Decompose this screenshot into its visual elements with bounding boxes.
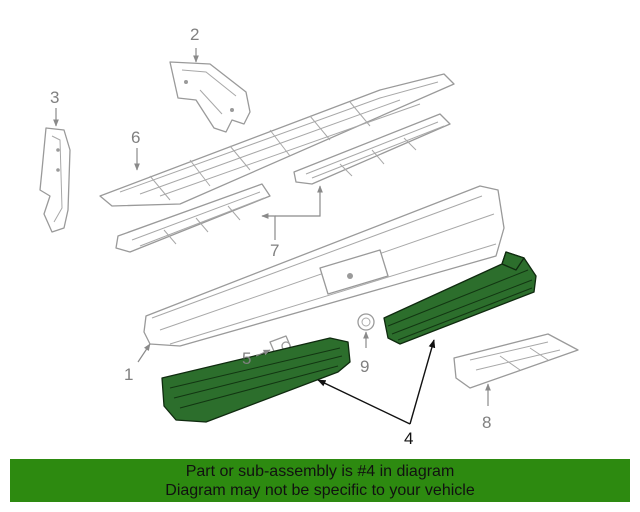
banner-line-disclaimer: Diagram may not be specific to your vehi… bbox=[165, 482, 475, 499]
banner-line-part-number: Part or sub-assembly is #4 in diagram bbox=[185, 463, 455, 480]
exploded-parts-diagram: 2 3 6 7 1 5 9 8 4 bbox=[39, 25, 579, 448]
callout-2: 2 bbox=[190, 25, 199, 44]
step-pad-part-7-right[interactable] bbox=[293, 113, 451, 185]
leader-lines bbox=[53, 48, 491, 425]
step-pad-part-6[interactable] bbox=[99, 73, 455, 207]
callout-8: 8 bbox=[482, 413, 491, 432]
part-info-banner: Part or sub-assembly is #4 in diagram Di… bbox=[10, 459, 630, 502]
bracket-part-2[interactable] bbox=[169, 61, 251, 133]
callout-7: 7 bbox=[270, 241, 279, 260]
callout-5: 5 bbox=[242, 349, 251, 368]
callout-1: 1 bbox=[124, 365, 133, 384]
callout-4: 4 bbox=[404, 429, 413, 448]
callout-3: 3 bbox=[50, 88, 59, 107]
bumper-pad-part-4-right[interactable] bbox=[383, 251, 537, 345]
step-pad-part-7-left[interactable] bbox=[115, 183, 271, 253]
bracket-part-3[interactable] bbox=[39, 127, 71, 233]
callout-6: 6 bbox=[131, 128, 140, 147]
bumper-pad-part-4-left[interactable] bbox=[161, 337, 351, 423]
bumper-part-1[interactable] bbox=[143, 185, 505, 347]
plate-part-8[interactable] bbox=[453, 333, 579, 389]
nut-part-9[interactable] bbox=[357, 313, 375, 331]
callout-9: 9 bbox=[360, 357, 369, 376]
